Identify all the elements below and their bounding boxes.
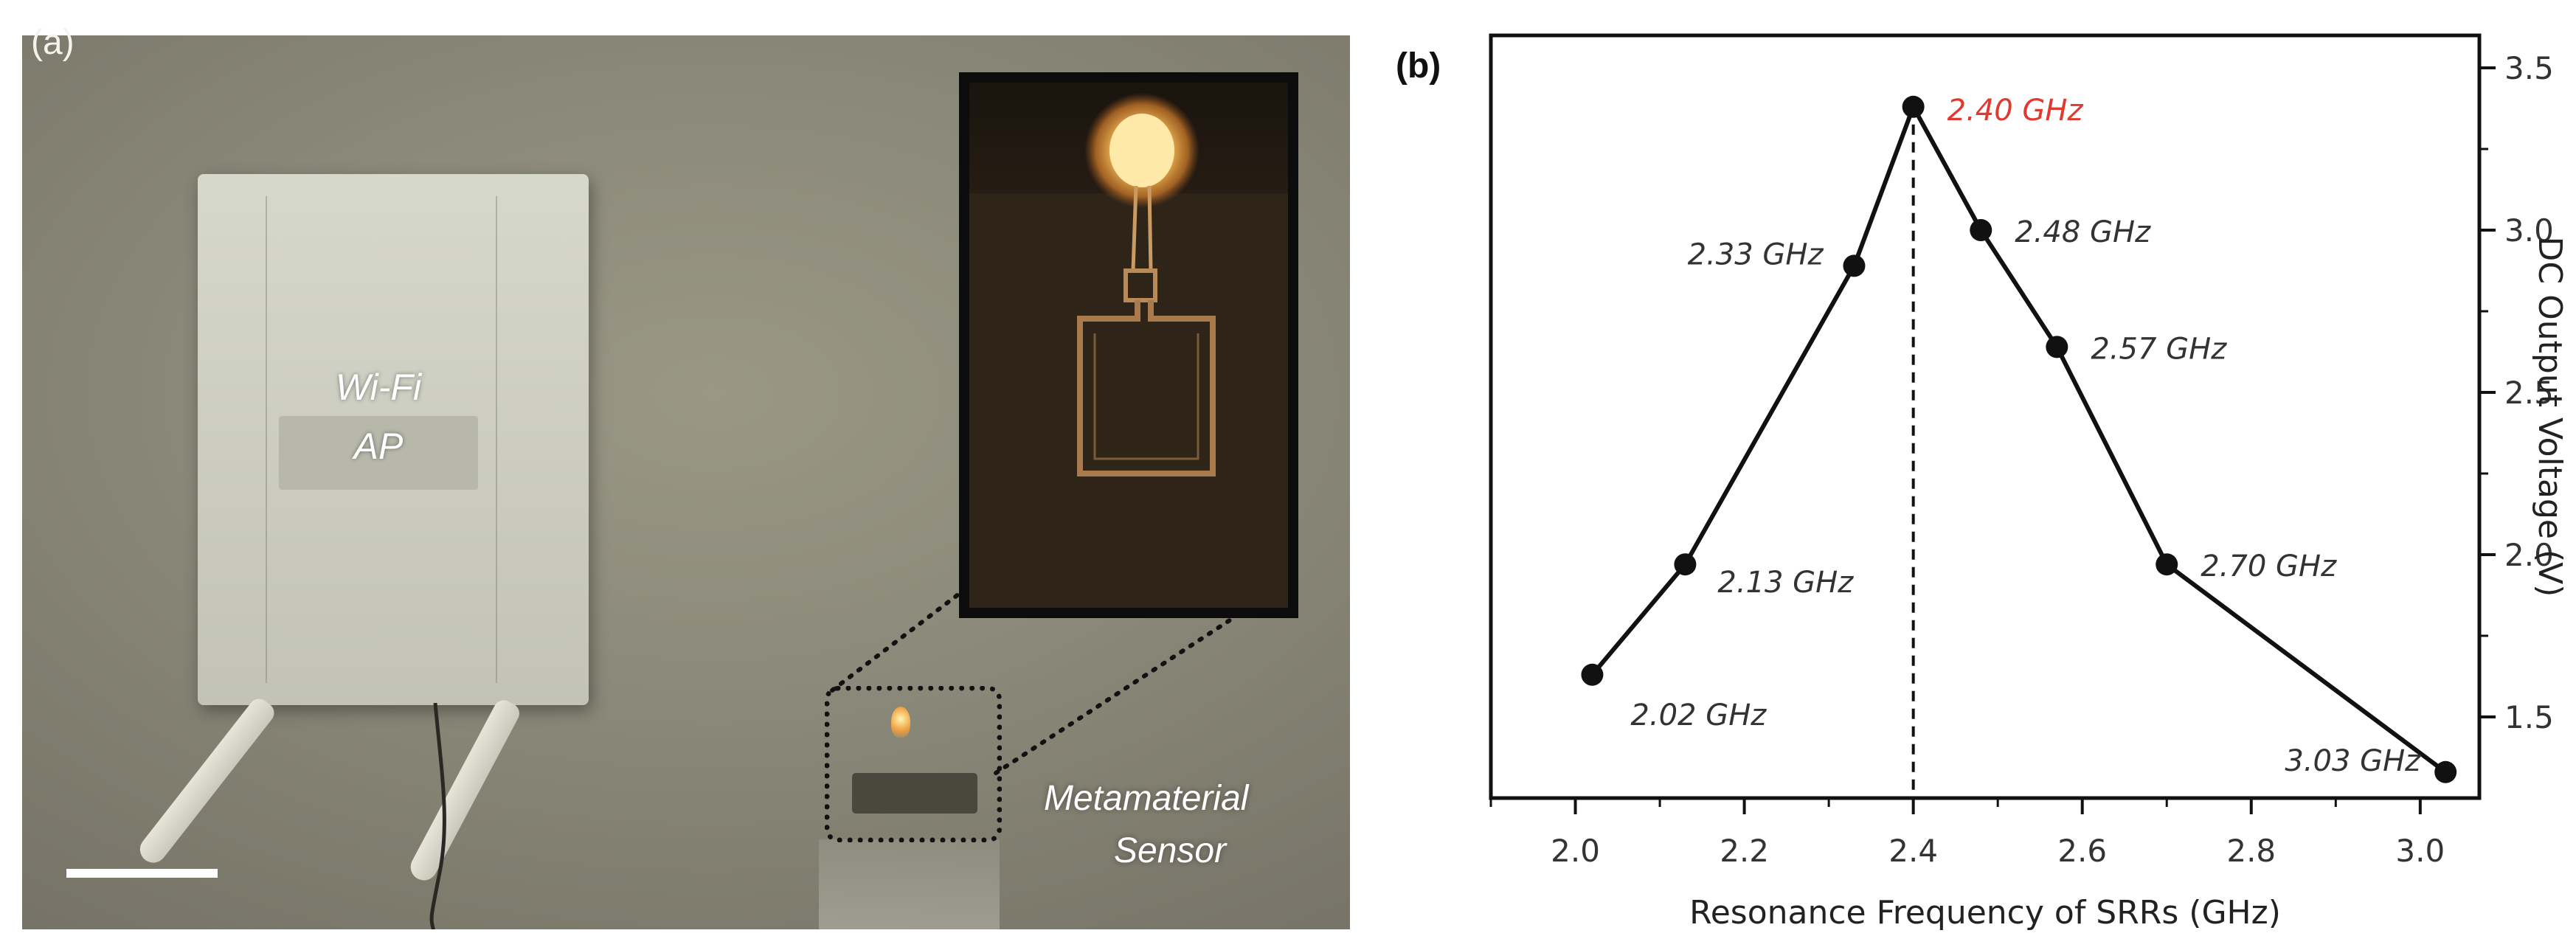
access-point-front-panel [266, 196, 497, 683]
access-point-label-plate [279, 416, 478, 490]
data-point [1581, 663, 1604, 686]
y-axis-title: DC Output Voltage (V) [2531, 237, 2569, 597]
ap-label-line-2: AP [353, 426, 404, 467]
x-tick-label: 2.6 [2057, 833, 2107, 869]
photo-panel: Wi-Fi AP [22, 35, 1350, 929]
data-point [2156, 553, 2178, 576]
x-tick-label: 3.0 [2395, 833, 2445, 869]
data-point [1674, 553, 1697, 576]
data-point [1843, 254, 1866, 277]
x-tick-label: 2.0 [1551, 833, 1600, 869]
sensor-label-line-1: Metamaterial [1044, 779, 1249, 818]
y-tick-label: 2.0 [2504, 537, 2554, 573]
sensor-label-line-2: Sensor [1114, 831, 1227, 870]
x-axis-title: Resonance Frequency of SRRs (GHz) [1689, 894, 2281, 932]
sensor-highlight-box [825, 686, 1002, 842]
panel-a-label: (a) [31, 23, 75, 62]
data-point [2046, 336, 2068, 358]
data-point [1970, 219, 1992, 241]
data-point-labels: 2.02 GHz 2.13 GHz 2.33 GHz 2.40 GHz 2.48 GHz… [1630, 94, 2421, 778]
series-line-group [1590, 104, 2447, 774]
plot-border [1489, 33, 2482, 800]
sensor-board [852, 773, 977, 814]
sensor-stand [819, 839, 1000, 929]
data-label: 2.48 GHz [2015, 215, 2151, 249]
glowing-led-and-resonator [969, 93, 1288, 608]
data-label: 2.40 GHz [1947, 94, 2084, 128]
ap-label-line-1: Wi-Fi [335, 367, 422, 408]
y-tick-label: 1.5 [2504, 699, 2554, 735]
scale-bar [66, 869, 218, 878]
wifi-access-point: Wi-Fi AP [198, 174, 589, 705]
data-point [2434, 760, 2457, 783]
y-tick-label: 2.5 [2504, 375, 2554, 411]
y-axis-ticks: 1.5 2.0 2.5 3.0 3.5 [2479, 50, 2554, 735]
x-tick-label: 2.2 [1720, 833, 1769, 869]
series-line [1590, 104, 2447, 774]
sensor-led [891, 707, 910, 738]
x-axis-ticks: 2.0 2.2 2.4 2.6 2.8 3.0 [1489, 798, 2445, 869]
data-label: 2.13 GHz [1717, 566, 1854, 600]
power-cable [429, 703, 446, 929]
x-tick-label: 2.4 [1888, 833, 1938, 869]
panel-b-label: (b) [1396, 46, 1441, 86]
data-label: 3.03 GHz [2285, 744, 2421, 778]
data-label: 2.70 GHz [2201, 549, 2337, 583]
data-label: 2.57 GHz [2091, 332, 2227, 366]
plot-frame [1489, 33, 2482, 800]
voltage-vs-frequency-chart: 2.0 2.2 2.4 2.6 2.8 3.0 1.5 2.0 2.5 3.0 3.5 2.02 … [1489, 33, 2569, 932]
data-point [1902, 95, 1925, 118]
y-tick-label: 3.0 [2504, 212, 2554, 249]
x-tick-label: 2.8 [2226, 833, 2276, 869]
sensor-closeup-photo [969, 83, 1288, 608]
y-tick-label: 3.5 [2504, 50, 2554, 86]
data-points [1581, 95, 2457, 783]
sensor-closeup-inset [959, 72, 1298, 618]
data-label: 2.33 GHz [1688, 238, 1824, 271]
access-point-label: Wi-Fi AP [279, 366, 478, 490]
data-label: 2.02 GHz [1630, 698, 1767, 732]
